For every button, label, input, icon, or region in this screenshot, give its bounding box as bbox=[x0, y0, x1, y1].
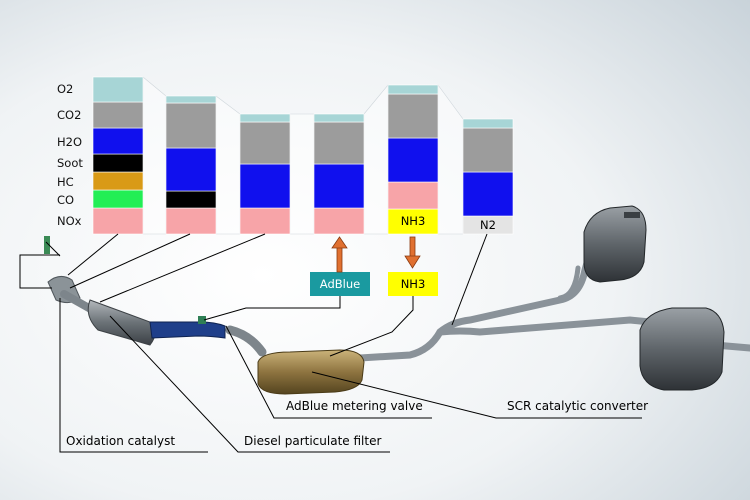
bracket bbox=[19, 254, 60, 289]
column-1-o2-segment bbox=[92, 76, 144, 103]
column-6-o2-segment bbox=[462, 118, 514, 129]
column-2-h2o-segment bbox=[165, 147, 217, 192]
adblue-arrow bbox=[331, 236, 348, 273]
leader-col1 bbox=[67, 233, 119, 276]
callout-line-dpf bbox=[109, 315, 390, 453]
column-5-co2-segment bbox=[387, 93, 439, 139]
column-4-co2-segment bbox=[313, 121, 365, 165]
callout-line-valve bbox=[225, 325, 432, 419]
row-label-co2: CO2 bbox=[57, 108, 82, 122]
column-4-nox-segment bbox=[313, 207, 365, 235]
row-label-o2: O2 bbox=[57, 82, 74, 96]
column-3-o2-segment bbox=[239, 113, 291, 123]
rear-muffler-lower bbox=[639, 307, 725, 391]
column-2-nox-segment bbox=[165, 207, 217, 235]
leader-adblue bbox=[203, 296, 341, 321]
column-1-h2o-segment bbox=[92, 127, 144, 155]
leader-col3 bbox=[99, 233, 266, 303]
column-4-o2-segment bbox=[313, 113, 365, 123]
column-2-o2-segment bbox=[165, 95, 217, 104]
column-1-nox-segment bbox=[92, 207, 144, 235]
adblue-valve-label: AdBlue metering valve bbox=[286, 399, 423, 413]
callout-line-oxidation bbox=[59, 298, 208, 453]
column-3-co2-segment bbox=[239, 121, 291, 165]
adblue-tag: AdBlue bbox=[310, 272, 370, 296]
row-label-h2o: H2O bbox=[57, 135, 83, 149]
row-label-soot: Soot bbox=[57, 156, 83, 170]
column-5-nox-segment bbox=[387, 181, 439, 210]
column-5-h2o-segment bbox=[387, 137, 439, 183]
leader-nh3 bbox=[329, 296, 414, 357]
nh3-arrow bbox=[404, 236, 421, 269]
leader-col6 bbox=[451, 233, 488, 326]
dpf-label: Diesel particulate filter bbox=[244, 434, 382, 448]
row-label-nox: NOx bbox=[57, 214, 82, 228]
column-3-nox-segment bbox=[239, 207, 291, 235]
column-3-h2o-segment bbox=[239, 163, 291, 209]
nh3-tag: NH3 bbox=[388, 272, 438, 296]
column-5-nh3-segment bbox=[387, 208, 439, 235]
rear-muffler-upper bbox=[583, 205, 647, 283]
callout-line-scr bbox=[311, 371, 642, 419]
leader-col2 bbox=[69, 233, 191, 289]
oxidation-catalyst-label: Oxidation catalyst bbox=[66, 434, 176, 448]
column-2-co2-segment bbox=[165, 102, 217, 149]
scr-catalytic-converter bbox=[257, 349, 365, 395]
row-label-co: CO bbox=[57, 193, 75, 207]
scr-label: SCR catalytic converter bbox=[507, 399, 649, 413]
n2-inline-label: N2 bbox=[480, 218, 496, 232]
exhaust-pipe bbox=[225, 248, 750, 362]
column-4-h2o-segment bbox=[313, 163, 365, 209]
adblue-injection-section bbox=[149, 316, 226, 339]
row-label-hc: HC bbox=[57, 175, 74, 189]
column-5-o2-segment bbox=[387, 84, 439, 95]
nh3-inline-label: NH3 bbox=[400, 214, 426, 228]
